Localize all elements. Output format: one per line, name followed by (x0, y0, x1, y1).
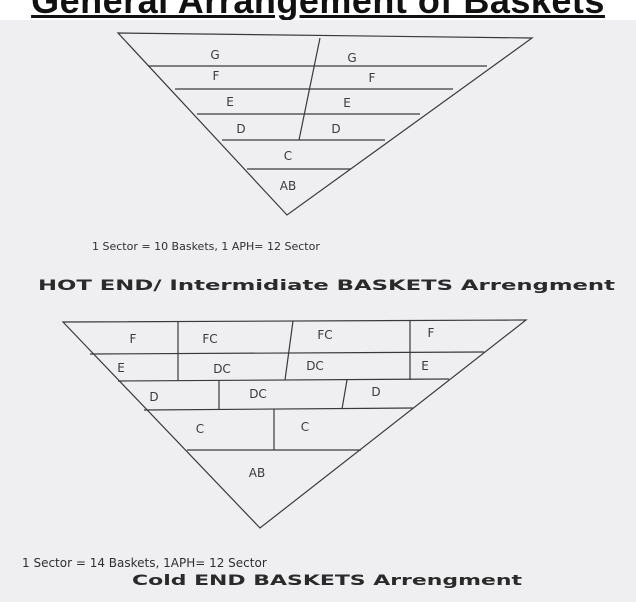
cold-end-basket-label: D (149, 390, 158, 404)
cold-end-basket-label: DC (249, 387, 267, 401)
hot-end-triangle-outline (116, 32, 534, 216)
cold-end-basket-label: C (196, 422, 204, 436)
hot-end-diagram: G G F F E E D D C AB (116, 32, 534, 216)
cold-end-row-line (117, 378, 450, 382)
hot-end-basket-label: G (347, 51, 356, 65)
hot-end-note: 1 Sector = 10 Baskets, 1 APH= 12 Sector (92, 240, 320, 253)
hot-end-basket-label: F (213, 69, 220, 83)
hot-end-basket-label: C (284, 149, 292, 163)
cold-end-basket-label: F (130, 332, 137, 346)
hot-end-basket-label: D (236, 122, 245, 136)
cold-end-basket-label: DC (306, 359, 324, 373)
cold-end-sector-divider (284, 320, 294, 381)
cold-end-sector-divider (341, 379, 348, 410)
cold-end-note: 1 Sector = 14 Baskets, 1APH= 12 Sector (22, 556, 267, 570)
hot-end-basket-label: F (369, 71, 376, 85)
cold-end-heading: Cold END BASKETS Arrengment (132, 573, 522, 589)
cold-end-row-line (143, 407, 414, 411)
title-bar: General Arrangement of Baskets (0, 0, 636, 20)
cold-end-basket-label: F (428, 326, 435, 340)
cold-end-row-line (89, 351, 485, 355)
cold-end-basket-label: E (117, 361, 125, 375)
cold-end-basket-label: FC (202, 332, 217, 346)
hot-end-sector-divider (298, 37, 321, 141)
hot-end-basket-label: G (210, 48, 219, 62)
cold-end-diagram: F FC FC F E DC DC E D DC D C C AB (61, 319, 528, 529)
page-title: General Arrangement of Baskets (0, 0, 636, 20)
cold-end-basket-label: C (301, 420, 309, 434)
hot-end-basket-label: AB (280, 179, 296, 193)
cold-end-basket-label: FC (317, 328, 332, 342)
hot-end-heading: HOT END/ Intermidiate BASKETS Arrengment (38, 278, 615, 294)
cold-end-basket-label: E (421, 359, 429, 373)
cold-end-basket-label: DC (213, 362, 231, 376)
cold-end-basket-label: D (371, 385, 380, 399)
hot-end-basket-label: E (226, 95, 234, 109)
cold-end-triangle-outline (61, 319, 528, 529)
cold-end-basket-label: AB (249, 466, 265, 480)
hot-end-basket-label: D (331, 122, 340, 136)
hot-end-basket-label: E (343, 96, 351, 110)
